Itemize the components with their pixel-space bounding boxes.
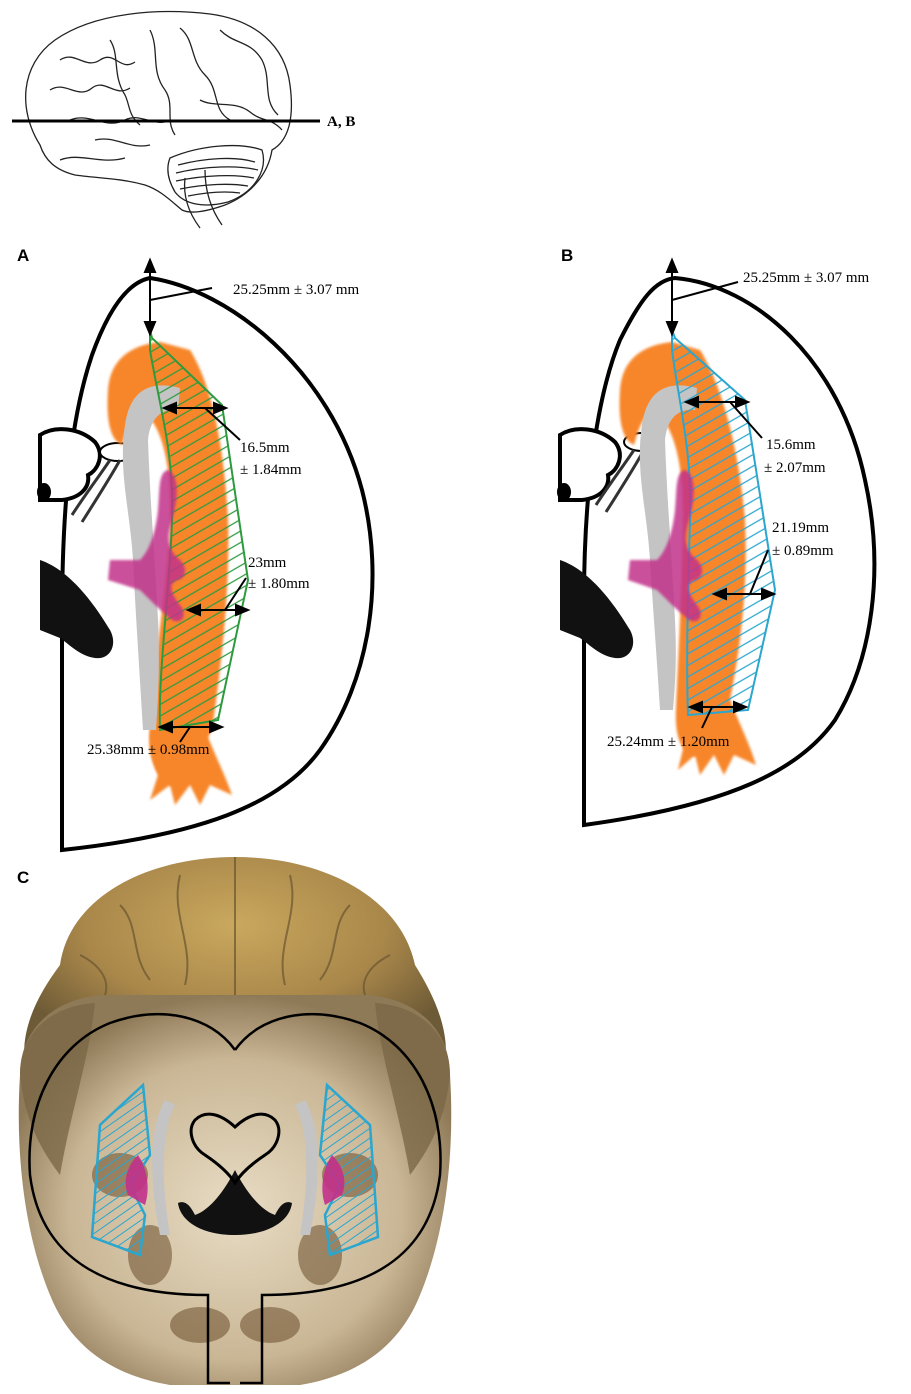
a-top-measure: 25.25mm ± 3.07 mm [233,282,359,298]
a-bottom-measure: 25.38mm ± 0.98mm [87,742,210,758]
peduncle-shape [40,560,113,658]
b-bottom-measure: 25.24mm ± 1.20mm [607,734,730,750]
b-measure-1-line-2: ± 2.07mm [764,460,826,476]
a-measure-2-line-2: ± 1.80mm [248,576,310,592]
a-measure-2-line-1: 23mm [248,555,287,571]
a-measure-1-line-1: 16.5mm [240,440,290,456]
lateral-brain-schematic: A, B [0,0,400,235]
midline-dot [37,483,51,501]
b-measure-2-line-1: 21.19mm [772,520,829,536]
b-measure-1-line-1: 15.6mm [766,437,816,453]
a-measure-1-line-2: ± 1.84mm [240,462,302,478]
brain-outline [26,12,292,212]
b-top-measure: 25.25mm ± 3.07 mm [743,270,869,286]
peduncle-shape [560,560,633,658]
midline-dot [557,483,571,501]
panel-a-diagram: 25.25mm ± 3.07 mm 16.5mm ± 1.84mm 23mm ±… [0,260,460,860]
b-measure-2-line-2: ± 0.89mm [772,543,834,559]
panel-b-diagram: 25.25mm ± 3.07 mm 15.6mm ± 2.07mm 21.19m… [540,260,910,830]
plane-label: A, B [327,114,355,130]
panel-c-specimen-photo [0,855,470,1394]
